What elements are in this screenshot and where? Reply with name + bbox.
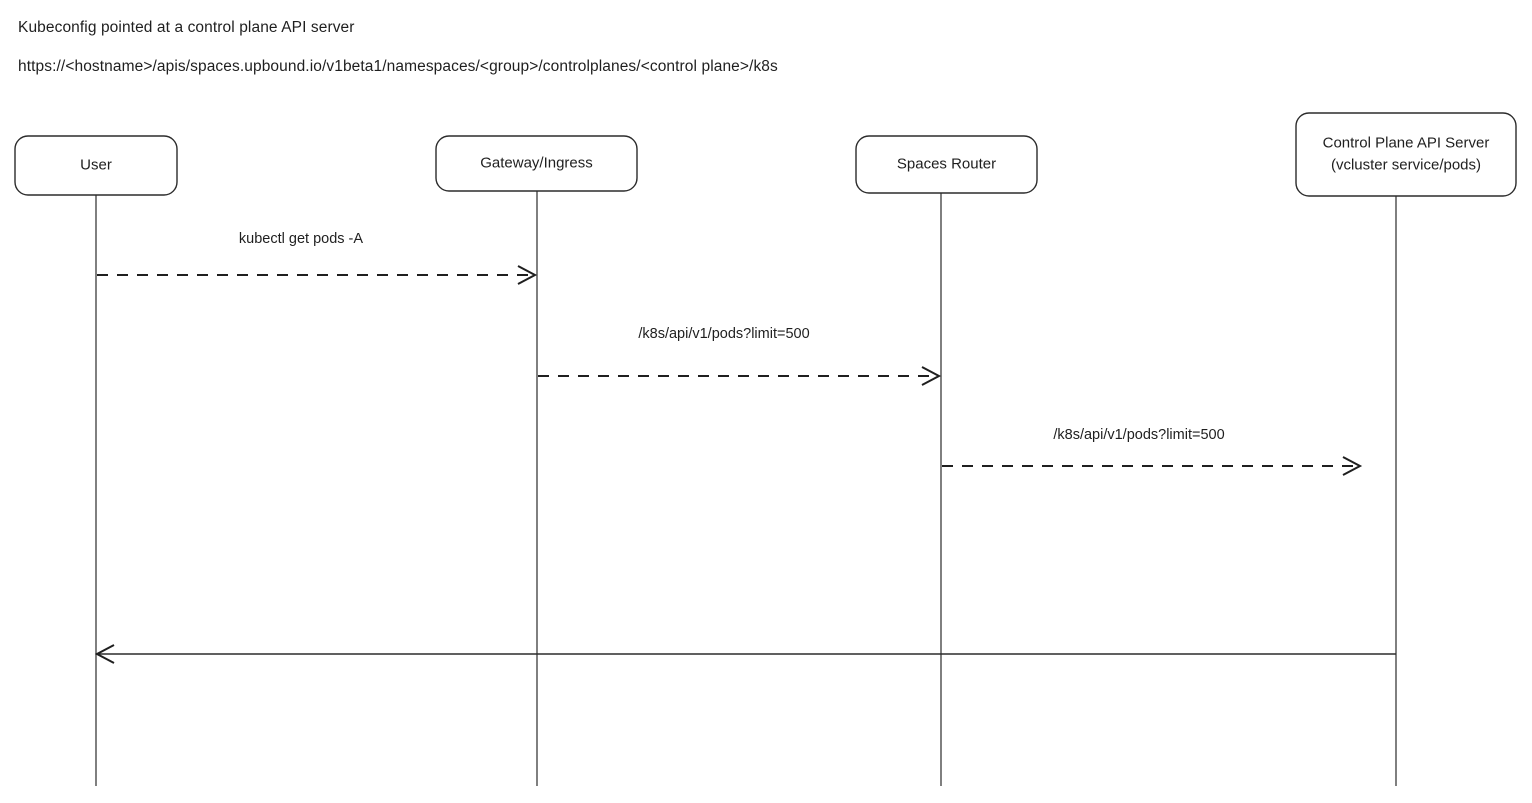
kubeconfig-url-text: https://<hostname>/apis/spaces.upbound.i… (18, 58, 778, 75)
participant-label-spaces-router: Spaces Router (897, 155, 996, 172)
participant-control-plane[interactable]: Control Plane API Server (vcluster servic… (1295, 112, 1517, 197)
msg-kubectl-get-pods[interactable]: kubectl get pods -A (97, 231, 538, 285)
page-title: Kubeconfig pointed at a control plane AP… (18, 19, 355, 36)
participant-box-control-plane (1295, 112, 1517, 197)
msg-router-to-controlplane[interactable]: /k8s/api/v1/pods?limit=500 (942, 427, 1363, 476)
msg-response-to-user[interactable] (94, 644, 1396, 664)
participant-box-user (14, 135, 178, 196)
participant-gateway[interactable]: Gateway/Ingress (435, 135, 638, 192)
msg-gateway-to-router[interactable]: /k8s/api/v1/pods?limit=500 (538, 326, 942, 386)
msg-router-to-controlplane-arrowhead (1342, 456, 1363, 476)
lifelines-layer (95, 191, 1397, 786)
participant-label-user: User (80, 156, 112, 173)
msg-response-to-user-arrowhead (94, 644, 115, 664)
msg-gateway-to-router-label: /k8s/api/v1/pods?limit=500 (638, 326, 809, 342)
msg-router-to-controlplane-label: /k8s/api/v1/pods?limit=500 (1053, 427, 1224, 443)
participant-label-gateway: Gateway/Ingress (480, 154, 593, 171)
participant-spaces-router[interactable]: Spaces Router (855, 135, 1038, 194)
participant-user[interactable]: User (14, 135, 178, 196)
messages-layer: kubectl get pods -A/k8s/api/v1/pods?limi… (94, 231, 1396, 664)
msg-kubectl-get-pods-label: kubectl get pods -A (239, 231, 363, 247)
participants-layer: User Gateway/Ingress Spaces Router Control … (14, 112, 1517, 197)
participant-label-control-plane: Control Plane API Server (1323, 134, 1490, 151)
participant-box-gateway (435, 135, 638, 192)
msg-kubectl-get-pods-arrowhead (517, 265, 538, 285)
msg-gateway-to-router-arrowhead (921, 366, 942, 386)
participant-sublabel-control-plane: (vcluster service/pods) (1331, 156, 1481, 173)
participant-box-spaces-router (855, 135, 1038, 194)
